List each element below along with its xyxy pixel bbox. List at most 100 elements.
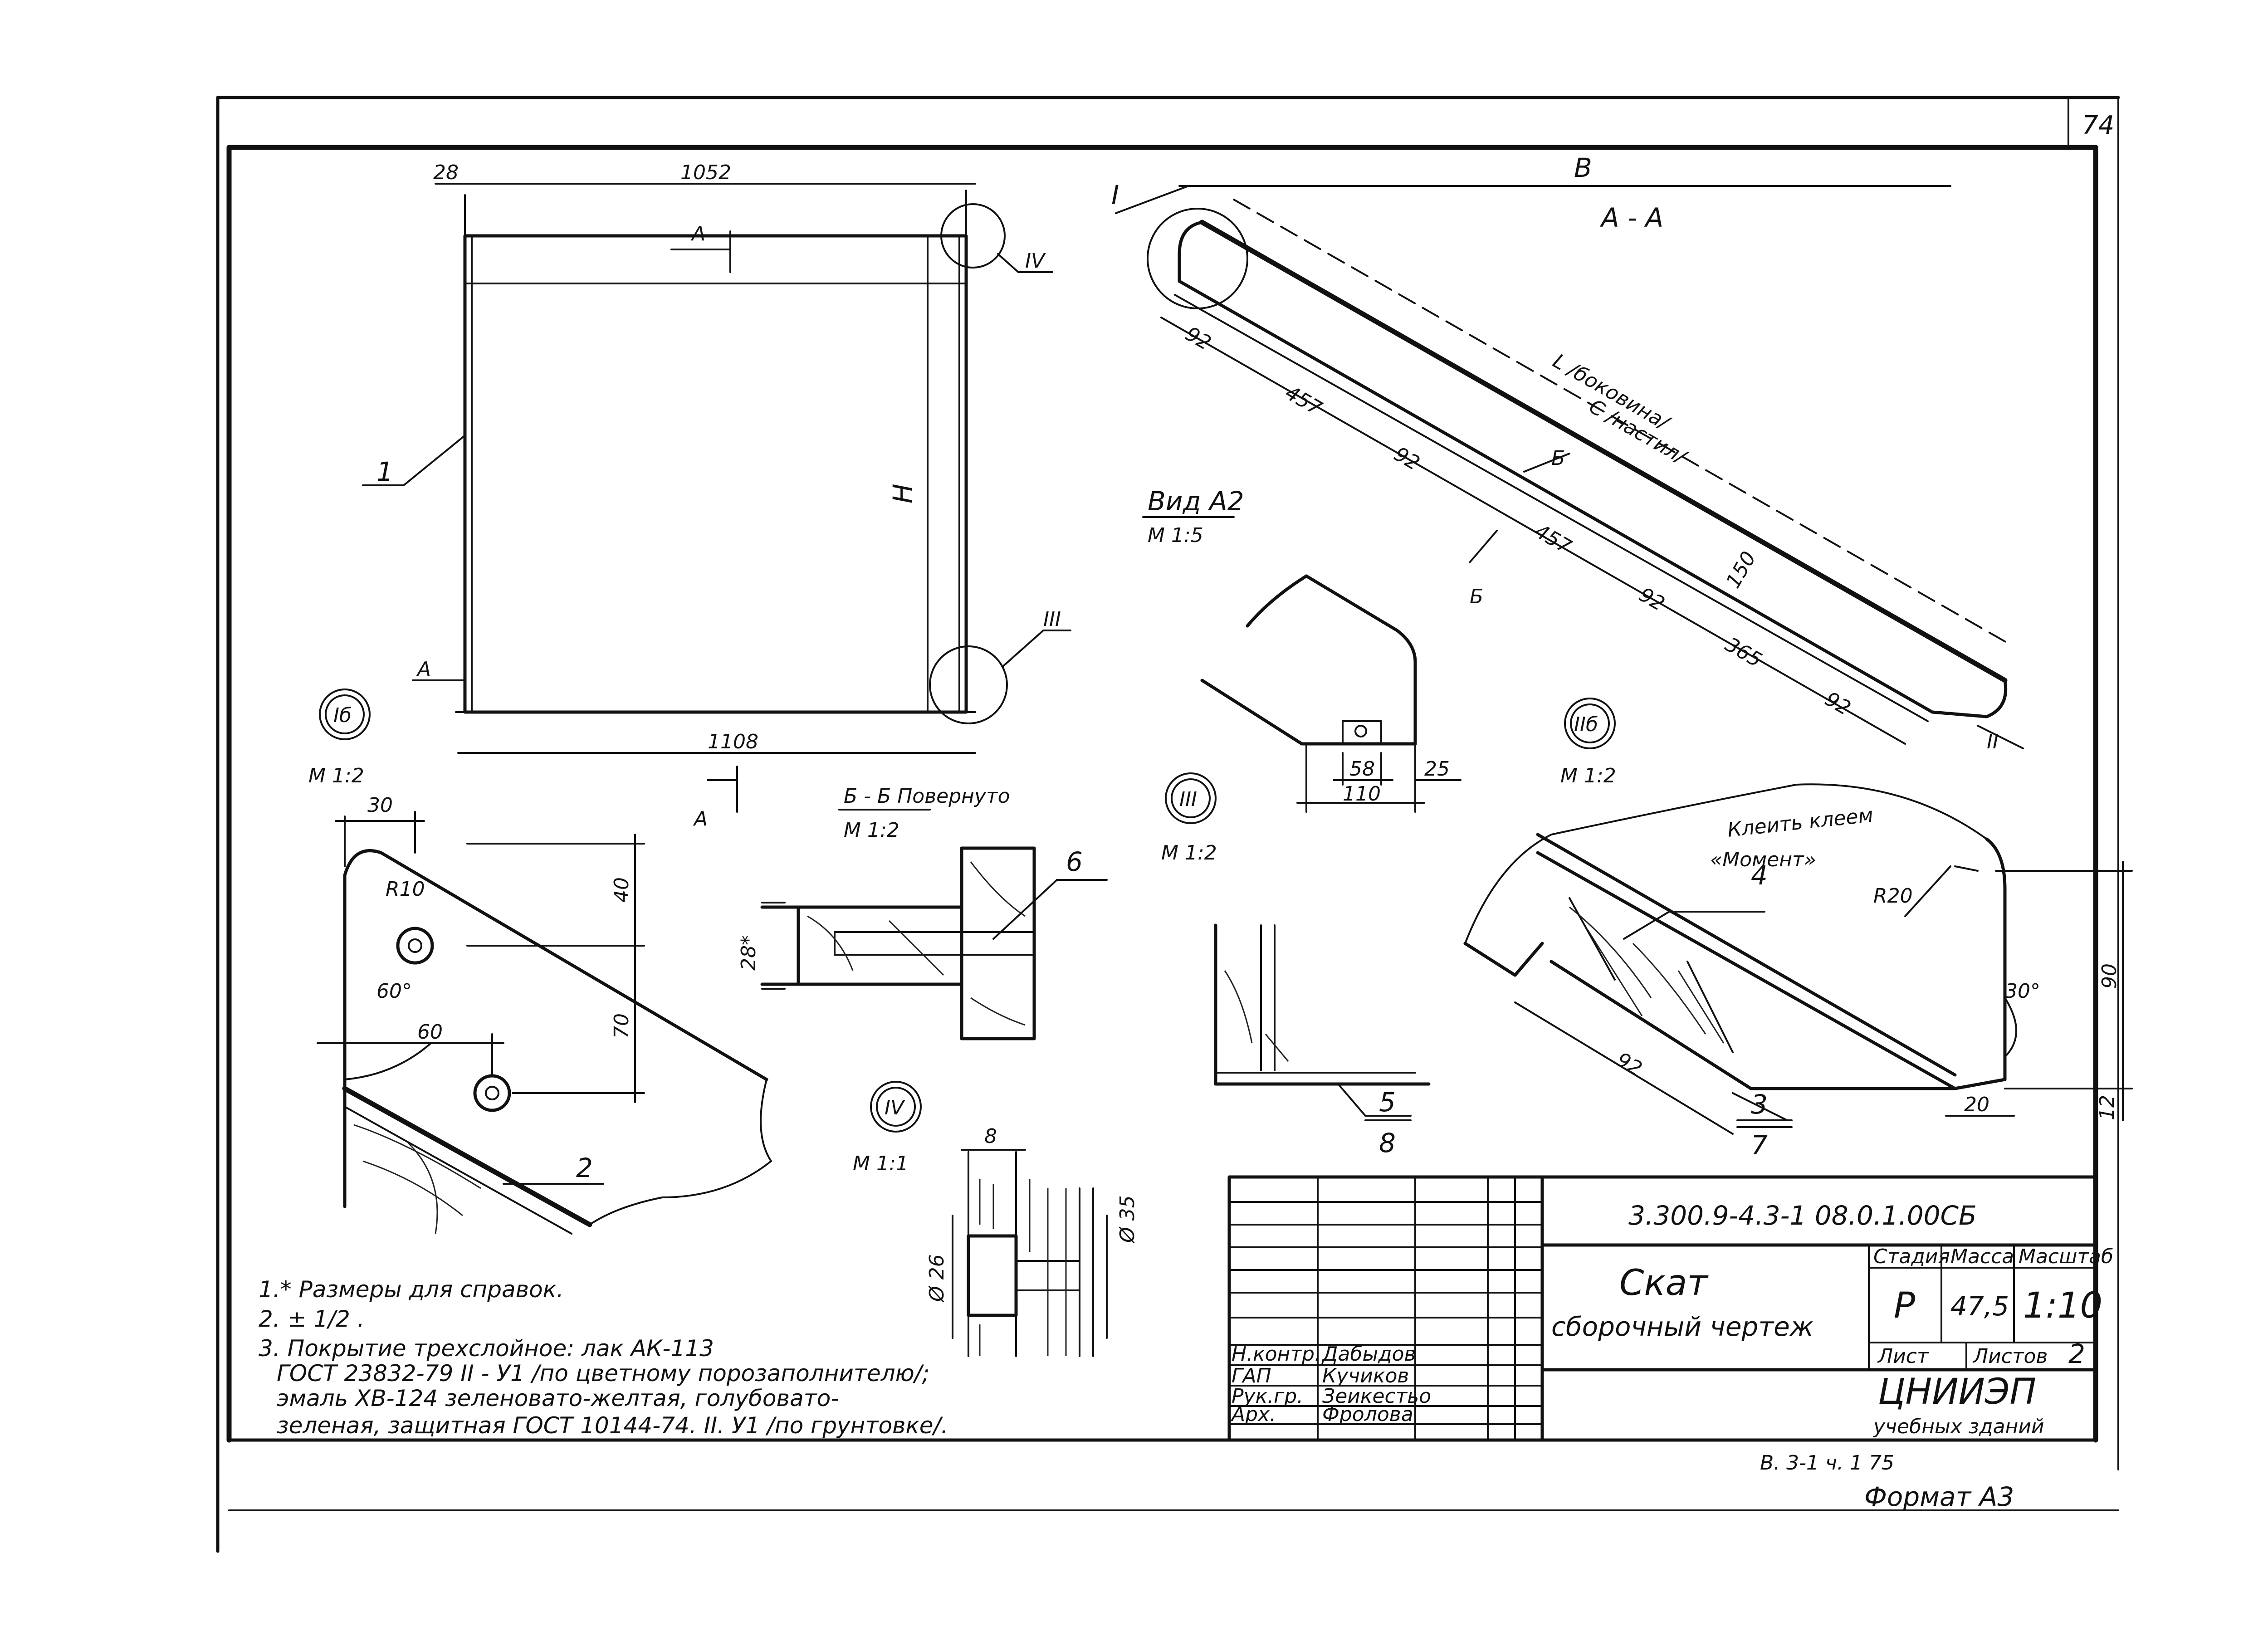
org-line-1: ЦНИИЭП	[1878, 1372, 2036, 1412]
org-line-2: учебных зданий	[1872, 1415, 2044, 1438]
dim-width-bottom: 1108	[708, 730, 758, 753]
cut-B-upper: Б	[1551, 447, 1565, 470]
glue-line-2: «Момент»	[1710, 848, 1816, 871]
callout-part-1: 1	[376, 456, 393, 487]
dim-A2-side: 25	[1424, 757, 1450, 781]
dim-IIb-20: 20	[1964, 1093, 1989, 1116]
stage-header: Стадия	[1873, 1245, 1950, 1268]
note-2: 2. ± 1/2 .	[259, 1306, 365, 1332]
sheets-total: 2	[2068, 1338, 2085, 1369]
signature-name-2: Кучиков	[1322, 1364, 1409, 1387]
node-IV-scale: М 1:1	[853, 1152, 909, 1175]
dim-IIb-92: 92	[1613, 1048, 1646, 1080]
view-A2-title: Вид А2	[1148, 486, 1244, 517]
signature-role-3: Рук.гр.	[1232, 1385, 1303, 1408]
format-label: Формат А3	[1864, 1481, 2014, 1512]
part-name: Скат	[1619, 1263, 1709, 1304]
callout-part-5: 5	[1379, 1087, 1396, 1118]
dim-A2-overall: 110	[1343, 782, 1381, 806]
dim-Ib-h60: 60	[417, 1021, 443, 1044]
note-5: эмаль ХВ-124 зеленовато-желтая, голубова…	[277, 1385, 839, 1411]
node-IIb-title: IIб	[1574, 713, 1598, 736]
dim-Ib-angle: 60°	[376, 980, 412, 1003]
signature-name-4: Фролова	[1322, 1403, 1413, 1426]
mass-value: 47,5	[1950, 1291, 2009, 1322]
callout-part-8: 8	[1379, 1128, 1396, 1158]
glue-line-1: Клеить клеем	[1726, 803, 1874, 841]
length-label: В	[1574, 152, 1592, 183]
section-AA-title: А - А	[1599, 202, 1663, 233]
dim-left-offset: 28	[433, 161, 459, 184]
node-IIb-scale: М 1:2	[1560, 764, 1616, 787]
sheet-label: Лист	[1877, 1345, 1929, 1368]
section-BB: Б - Б Повернуто М 1:2 28* 6	[737, 785, 1108, 1040]
dim-IIb-90: 90	[2098, 963, 2121, 989]
dim-Ib-v1: 40	[610, 877, 633, 903]
dim-aa-7: 92	[1821, 687, 1855, 720]
section-BB-scale: М 1:2	[844, 819, 899, 842]
note-3: 3. Покрытие трехслойное: лак АК-113	[259, 1335, 714, 1362]
dim-Ib-top: 30	[367, 794, 393, 817]
dim-aa-5: 92	[1635, 583, 1669, 615]
node-IV: IV М 1:1 8 Ø 35 Ø 26	[853, 1081, 1139, 1357]
signature-role-4: Арх.	[1230, 1403, 1276, 1426]
cut-B-lower: Б	[1470, 585, 1483, 608]
note-1: 1.* Размеры для справок.	[259, 1276, 564, 1303]
callout-node-IV: IV	[1025, 249, 1046, 273]
note-6: зеленая, защитная ГОСТ 10144-74. II. У1 …	[277, 1412, 948, 1439]
dim-Ib-radius: R10	[386, 878, 425, 901]
node-Ib: Iб М 1:2 30 R10 40 70 60 60° 2	[308, 689, 772, 1235]
scale-header: Масштаб	[2019, 1245, 2113, 1268]
node-I-label: I	[1111, 180, 1119, 210]
sheets-label: Листов	[1972, 1345, 2048, 1368]
node-IIb: IIб М 1:2 Клеить клеем «Момент» 4 R20 92…	[1463, 698, 2133, 1161]
section-arrow-left: А	[416, 658, 431, 681]
node-III-scale: М 1:2	[1161, 841, 1217, 864]
dim-aa-1: 92	[1182, 322, 1215, 355]
node-II-label: II	[1987, 730, 1999, 753]
dim-height: H	[887, 483, 918, 503]
section-arrow-bottom: А	[693, 807, 708, 830]
scale-value: 1:10	[2023, 1285, 2102, 1326]
dim-aa-4: 457	[1531, 519, 1575, 558]
album-ref: В. 3-1 ч. 1 75	[1760, 1451, 1894, 1475]
node-III-title: III	[1179, 788, 1197, 811]
callout-part-4: 4	[1751, 860, 1768, 891]
dim-IV-left: Ø 26	[925, 1254, 948, 1303]
part-subname: сборочный чертеж	[1551, 1311, 1813, 1342]
dim-IIb-12: 12	[2096, 1095, 2119, 1120]
view-A2: Вид А2 М 1:5 58 110 25	[1142, 486, 1461, 813]
doc-code: 3.300.9-4.3-1 08.0.1.00СБ	[1628, 1200, 1977, 1231]
dim-IV-top: 8	[984, 1125, 997, 1148]
node-IV-title: IV	[885, 1096, 905, 1119]
dim-IIb-angle: 30°	[2005, 980, 2040, 1003]
signature-name-3: Зеикестьо	[1322, 1385, 1431, 1408]
callout-part-7: 7	[1751, 1130, 1768, 1161]
dim-A2-inner: 58	[1349, 757, 1375, 781]
section-arrow-top: А	[690, 222, 705, 245]
frontal-view: 28 1052 1108 H 1 IV III А А А	[362, 161, 1071, 830]
notes: 1.* Размеры для справок. 2. ± 1/2 . 3. П…	[259, 1276, 948, 1439]
callout-part-6: 6	[1066, 846, 1083, 877]
view-A2-scale: М 1:5	[1148, 524, 1203, 547]
page-number: 74	[2082, 111, 2114, 140]
dim-BB: 28*	[737, 935, 760, 971]
note-4: ГОСТ 23832-79 II - У1 /по цветному пороз…	[277, 1360, 929, 1387]
signature-role-1: Н.контр.	[1232, 1343, 1321, 1366]
signature-role-2: ГАП	[1232, 1364, 1271, 1387]
node-III: III М 1:2 5 8	[1161, 772, 1431, 1158]
dim-aa-3: 92	[1390, 442, 1424, 475]
dim-width-top: 1052	[680, 161, 731, 184]
section-AA: В А - А I II L /боковина/ С /настил/ 92 …	[1111, 152, 2024, 753]
dim-aa-2: 457	[1281, 381, 1326, 420]
dim-Ib-v2: 70	[610, 1013, 633, 1039]
dim-aa-8: 150	[1721, 547, 1760, 592]
sheet-frame	[216, 96, 2120, 1553]
dim-aa-6: 365	[1721, 633, 1766, 672]
section-BB-title: Б - Б Повернуто	[844, 785, 1010, 808]
radius-R20: R20	[1873, 884, 1913, 908]
mass-header: Масса	[1950, 1245, 2014, 1268]
callout-part-3: 3	[1751, 1089, 1768, 1120]
node-Ib-title: Iб	[333, 704, 352, 727]
